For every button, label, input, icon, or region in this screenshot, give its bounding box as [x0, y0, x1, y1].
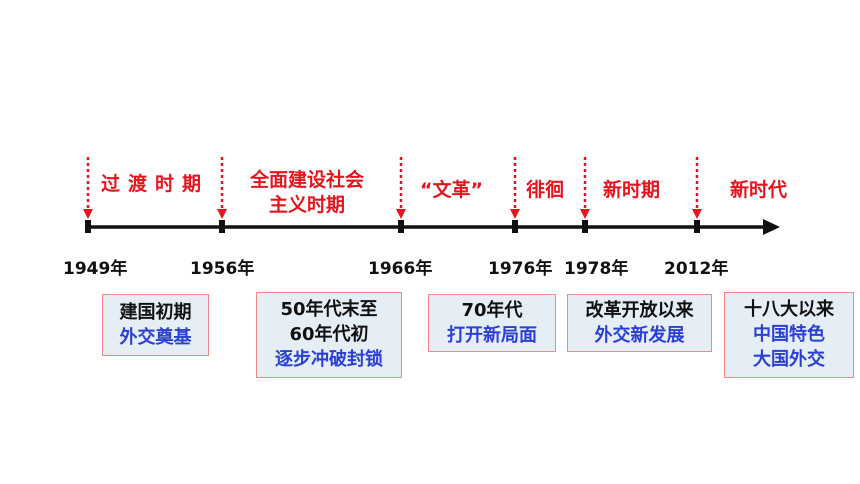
card-reform-line1: 改革开放以来: [585, 300, 694, 321]
arrowhead-1949: [83, 209, 93, 219]
tick-1978: [582, 220, 588, 233]
period-cultural-revolution: “文革”: [420, 179, 483, 201]
year-2012: 2012年: [664, 259, 729, 279]
card-18th-congress: 十八大以来 中国特色 大国外交: [724, 292, 854, 378]
tick-2012: [694, 220, 700, 233]
card-late-50s-early-60s: 50年代末至 60年代初 逐步冲破封锁: [256, 292, 402, 378]
card-18th-line2: 中国特色: [753, 324, 825, 345]
period-transition: 过渡时期: [101, 173, 210, 195]
card-50s-line2: 60年代初: [289, 324, 369, 345]
card-70s-line1: 70年代: [461, 300, 523, 321]
card-18th-line1: 十八大以来: [744, 299, 834, 320]
tick-1966: [398, 220, 404, 233]
year-1966: 1966年: [368, 259, 433, 279]
arrowhead-2012: [692, 209, 702, 219]
card-founding-line1: 建国初期: [119, 302, 192, 323]
card-50s-line3: 逐步冲破封锁: [275, 349, 383, 370]
period-socialist-construction-line1: 全面建设社会: [249, 169, 364, 191]
period-new-era: 新时代: [730, 179, 788, 201]
year-1976: 1976年: [488, 259, 553, 279]
card-founding-line2: 外交奠基: [119, 327, 192, 348]
arrowhead-1966: [396, 209, 406, 219]
card-reform-line2: 外交新发展: [594, 325, 685, 346]
arrowhead-1956: [217, 209, 227, 219]
year-1978: 1978年: [564, 259, 629, 279]
period-socialist-construction-line2: 主义时期: [268, 194, 345, 216]
card-50s-line1: 50年代末至: [280, 299, 378, 320]
period-socialist-construction: 全面建设社会 主义时期: [236, 168, 378, 218]
year-1949: 1949年: [63, 259, 128, 279]
tick-1976: [512, 220, 518, 233]
arrowhead-1978: [580, 209, 590, 219]
card-reform-opening: 改革开放以来 外交新发展: [567, 294, 712, 352]
tick-1949: [85, 220, 91, 233]
period-new-period: 新时期: [603, 179, 661, 201]
year-1956: 1956年: [190, 259, 255, 279]
arrowhead-1976: [510, 209, 520, 219]
tick-1956: [219, 220, 225, 233]
card-18th-line3: 大国外交: [753, 349, 825, 370]
period-hesitation: 徘徊: [526, 179, 565, 201]
card-70s: 70年代 打开新局面: [428, 294, 556, 352]
card-founding-period: 建国初期 外交奠基: [102, 294, 209, 356]
card-70s-line2: 打开新局面: [447, 325, 537, 346]
timeline-arrowhead: [763, 219, 780, 235]
